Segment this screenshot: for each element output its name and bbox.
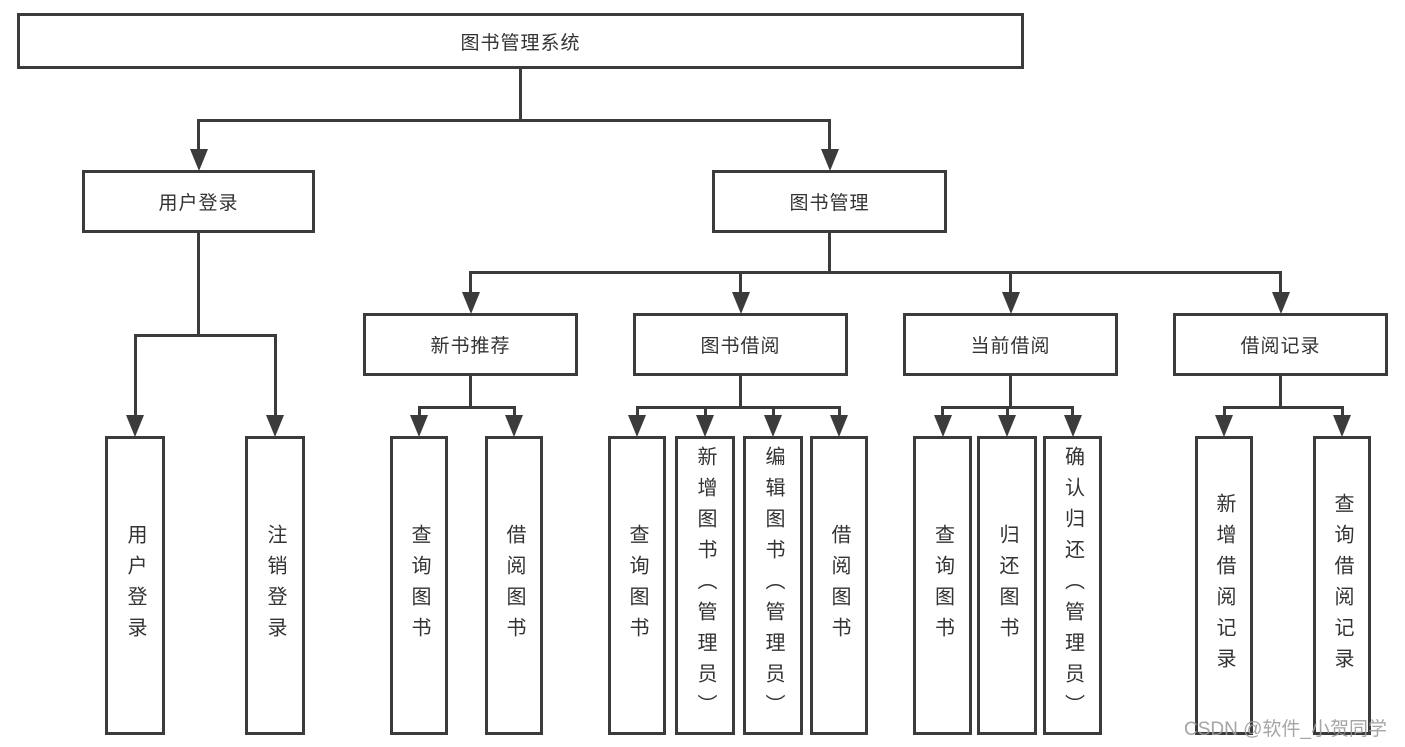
node-borrow-records: 借阅记录	[1173, 313, 1388, 376]
connector-drop	[1222, 407, 1226, 418]
connector-drop	[703, 407, 707, 418]
connector-trunk	[1009, 376, 1012, 407]
arrow-down-icon	[1333, 415, 1351, 437]
connector-drop	[273, 335, 277, 418]
node-label: 图书管理	[789, 193, 870, 214]
connector-trunk	[519, 69, 522, 120]
node-book-borrow: 图书借阅	[633, 313, 848, 376]
node-label: 注销登录	[264, 523, 286, 648]
node-label: 用户登录	[124, 523, 146, 648]
arrow-down-icon	[410, 415, 428, 437]
node-label: 借阅图书	[828, 523, 850, 648]
connector-drop	[417, 407, 421, 418]
arrow-down-icon	[764, 415, 782, 437]
node-label: 确认归还（管理员）	[1061, 446, 1084, 725]
connector-drop	[771, 407, 775, 418]
connector-trunk	[1279, 376, 1282, 407]
node-leaf-nbr-query: 查询图书	[390, 436, 448, 735]
arrow-down-icon	[696, 415, 714, 437]
node-label: 用户登录	[158, 193, 239, 214]
arrow-down-icon	[820, 149, 839, 171]
connector-drop	[941, 407, 944, 418]
arrow-down-icon	[731, 292, 750, 314]
node-leaf-bb-borrow: 借阅图书	[810, 436, 868, 735]
node-user-login: 用户登录	[82, 170, 315, 233]
node-new-book-rec: 新书推荐	[363, 313, 578, 376]
connector-drop	[469, 272, 472, 295]
connector-drop	[635, 407, 639, 418]
connector-drop	[739, 272, 742, 295]
connector-drop	[1340, 407, 1344, 418]
node-leaf-nbr-borrow: 借阅图书	[485, 436, 543, 735]
arrow-down-icon	[933, 415, 952, 437]
node-label: 借阅图书	[503, 523, 525, 648]
node-label: 查询借阅记录	[1331, 492, 1353, 679]
connector-drop	[1009, 272, 1012, 295]
connector-branch	[635, 405, 841, 409]
node-label: 查询图书	[626, 523, 648, 648]
node-root: 图书管理系统	[17, 13, 1024, 69]
connector-drop	[828, 120, 831, 152]
arrow-down-icon	[1215, 415, 1233, 437]
node-label: 查询图书	[408, 523, 430, 648]
arrow-down-icon	[126, 415, 144, 437]
connector-branch	[469, 270, 1282, 274]
watermark: CSDN @软件_小贺同学	[1184, 719, 1387, 740]
arrow-down-icon	[628, 415, 646, 437]
node-label: 查询图书	[931, 523, 954, 648]
arrow-down-icon	[830, 415, 848, 437]
node-label: 当前借阅	[970, 336, 1051, 357]
node-label: 新增图书（管理员）	[694, 446, 716, 725]
arrow-down-icon	[1063, 415, 1082, 437]
node-label: 图书管理系统	[460, 32, 581, 54]
connector-branch	[197, 118, 831, 122]
arrow-down-icon	[1001, 292, 1020, 314]
connector-branch	[133, 333, 277, 337]
node-current-borrow: 当前借阅	[903, 313, 1118, 376]
connector-drop	[197, 120, 200, 152]
node-label: 新增借阅记录	[1213, 492, 1235, 679]
connector-drop	[1005, 407, 1009, 418]
connector-trunk	[197, 233, 200, 335]
arrow-down-icon	[266, 415, 284, 437]
node-leaf-user-login: 用户登录	[105, 436, 165, 735]
node-leaf-cb-query: 查询图书	[913, 436, 972, 735]
node-leaf-bb-query: 查询图书	[608, 436, 666, 735]
node-label: 图书借阅	[700, 336, 781, 357]
node-book-mgmt: 图书管理	[712, 170, 947, 233]
connector-branch	[1222, 405, 1344, 409]
node-leaf-cb-confirm: 确认归还（管理员）	[1043, 436, 1102, 735]
arrow-down-icon	[505, 415, 523, 437]
node-label: 归还图书	[996, 523, 1018, 648]
node-label: 新书推荐	[430, 336, 511, 357]
node-leaf-logout: 注销登录	[245, 436, 305, 735]
connector-drop	[837, 407, 841, 418]
node-leaf-br-query: 查询借阅记录	[1313, 436, 1371, 735]
connector-trunk	[469, 376, 472, 407]
connector-trunk	[828, 233, 831, 272]
connector-drop	[1071, 407, 1074, 418]
node-label: 借阅记录	[1240, 336, 1321, 357]
arrow-down-icon	[189, 149, 208, 171]
connector-trunk	[739, 376, 742, 407]
connector-drop	[512, 407, 516, 418]
connector-branch	[417, 405, 516, 409]
arrow-down-icon	[998, 415, 1016, 437]
connector-drop	[1279, 272, 1282, 295]
connector-drop	[133, 335, 137, 418]
node-leaf-bb-add: 新增图书（管理员）	[675, 436, 735, 735]
node-leaf-cb-return: 归还图书	[977, 436, 1037, 735]
node-label: 编辑图书（管理员）	[762, 446, 784, 725]
arrow-down-icon	[461, 292, 480, 314]
node-leaf-bb-edit: 编辑图书（管理员）	[743, 436, 803, 735]
arrow-down-icon	[1271, 292, 1290, 314]
node-leaf-br-add: 新增借阅记录	[1195, 436, 1253, 735]
